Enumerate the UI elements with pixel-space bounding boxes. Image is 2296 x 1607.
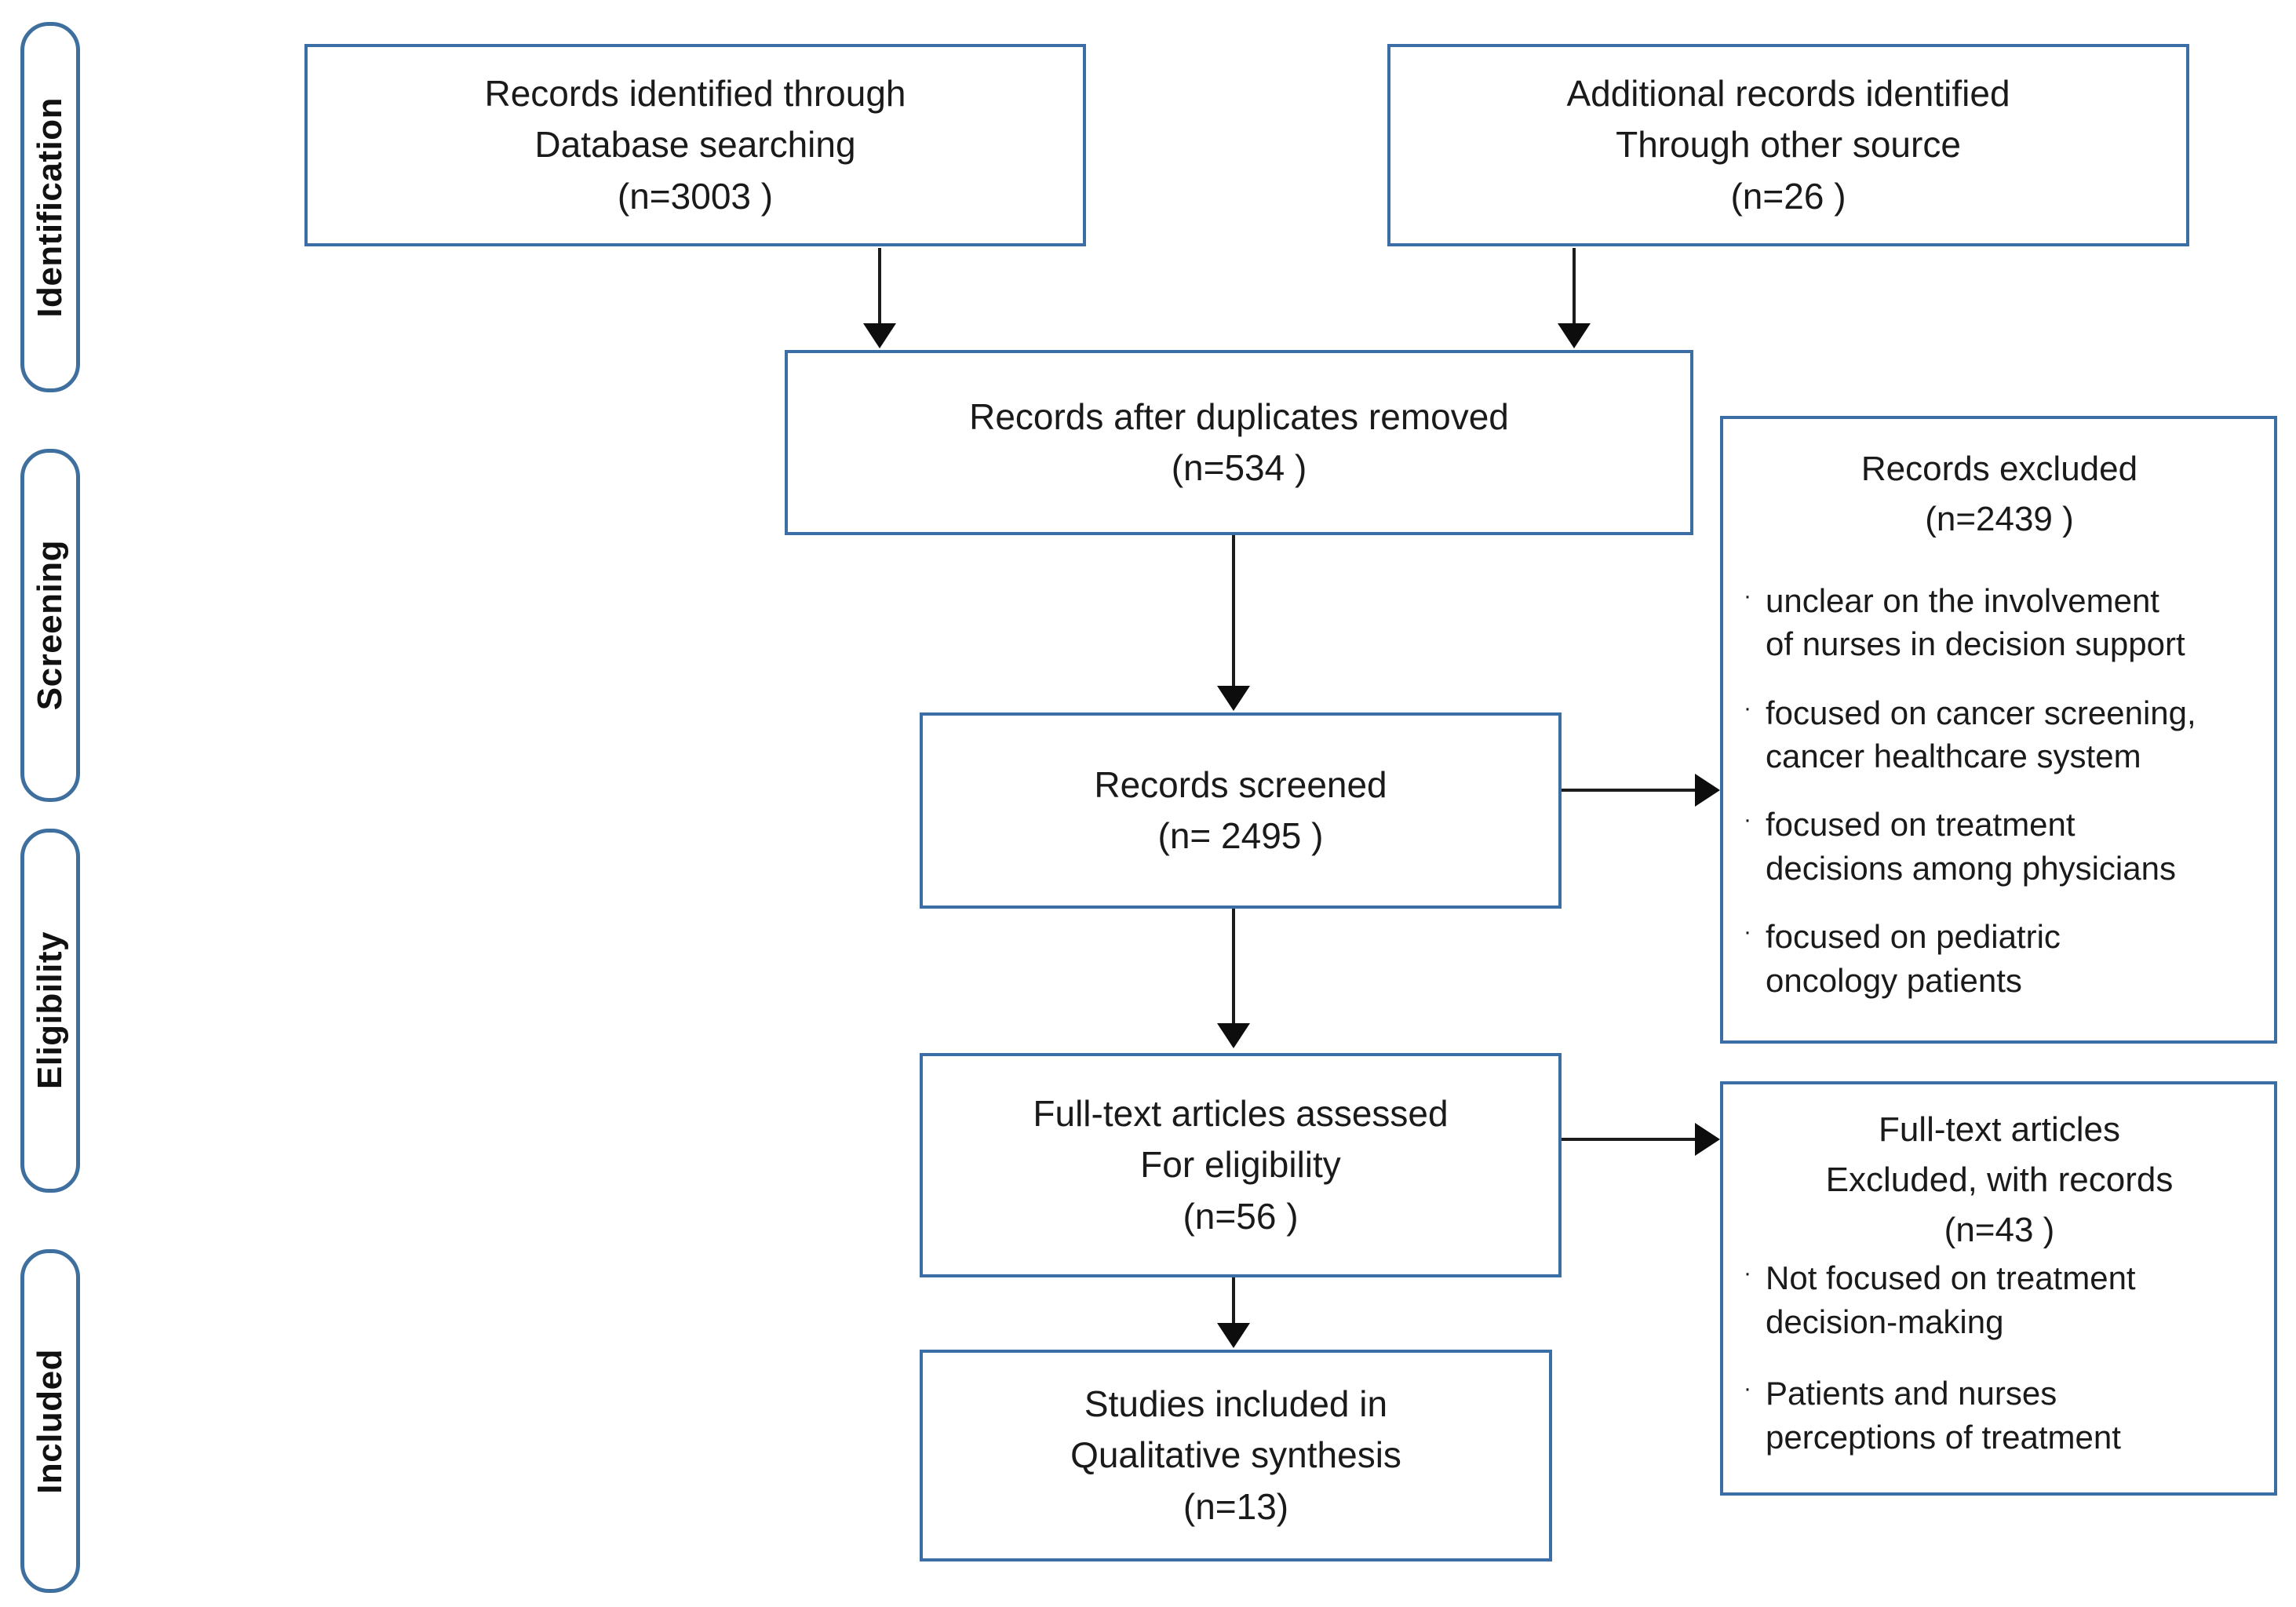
records-excluded-reason-2-line1: focused on cancer screening, — [1766, 694, 2196, 731]
arrowhead-fulltext-to-included — [1217, 1323, 1250, 1348]
box-additional-records-line1: Additional records identified — [1566, 73, 2010, 115]
records-excluded-reason-2-line2: cancer healthcare system — [1766, 737, 2141, 774]
records-excluded-reason-1-line1: unclear on the involvement — [1766, 581, 2159, 619]
arrowhead-database-to-duplicates — [863, 323, 896, 348]
box-additional-records-line2: Through other source — [1616, 124, 1961, 166]
bullet-icon: · — [1744, 1376, 1751, 1402]
box-records-excluded: Records excluded (n=2439 ) · unclear on … — [1720, 416, 2277, 1044]
stage-label-screening: Screening — [20, 449, 80, 802]
box-records-identified-database-line2: Database searching — [534, 124, 856, 166]
connector-fulltext-to-fulltext-excluded — [1562, 1138, 1700, 1141]
box-studies-included-line1: Studies included in — [1084, 1383, 1388, 1425]
bullet-icon: · — [1744, 694, 1751, 721]
fulltext-excluded-reason-1-line1: Not focused on treatment — [1766, 1259, 2136, 1297]
connector-fulltext-to-included — [1232, 1277, 1235, 1326]
box-fulltext-articles-excluded: Full-text articles Excluded, with record… — [1720, 1081, 2277, 1496]
box-records-screened: Records screened (n= 2495 ) — [920, 712, 1562, 909]
connector-database-to-duplicates — [878, 248, 881, 326]
bullet-icon: · — [1744, 919, 1751, 946]
stage-label-screening-text: Screening — [31, 540, 69, 711]
records-excluded-reason-3: · focused on treatment decisions among p… — [1739, 803, 2260, 890]
box-fulltext-assessed-line1: Full-text articles assessed — [1033, 1093, 1449, 1135]
records-excluded-reason-3-line2: decisions among physicians — [1766, 849, 2176, 887]
records-excluded-reason-4-line1: focused on pediatric — [1766, 918, 2061, 956]
fulltext-excluded-reason-2: · Patients and nurses perceptions of tre… — [1739, 1372, 2260, 1459]
box-studies-included-count: (n=13) — [1183, 1485, 1289, 1527]
arrowhead-fulltext-to-fulltext-excluded — [1695, 1123, 1720, 1156]
stage-label-eligibility: Eligibility — [20, 829, 80, 1193]
fulltext-excluded-reason-1-line2: decision-making — [1766, 1303, 2004, 1340]
stage-label-identification: Identification — [20, 22, 80, 392]
bullet-icon: · — [1744, 1260, 1751, 1287]
box-additional-records-count: (n=26 ) — [1730, 175, 1846, 217]
records-excluded-reason-4: · focused on pediatric oncology patients — [1739, 915, 2260, 1002]
box-records-screened-count: (n= 2495 ) — [1157, 815, 1324, 856]
records-excluded-reason-3-line1: focused on treatment — [1766, 806, 2076, 844]
box-fulltext-excluded-count: (n=43 ) — [1944, 1210, 2055, 1249]
connector-other-to-duplicates — [1573, 248, 1576, 326]
fulltext-excluded-reason-2-line2: perceptions of treatment — [1766, 1418, 2121, 1456]
box-fulltext-assessed-line2: For eligibility — [1140, 1144, 1341, 1186]
box-fulltext-excluded-heading2: Excluded, with records — [1825, 1160, 2174, 1199]
bullet-icon: · — [1744, 582, 1751, 609]
box-records-identified-database-count: (n=3003 ) — [617, 175, 774, 217]
fulltext-excluded-reason-list: · Not focused on treatment decision-maki… — [1739, 1256, 2260, 1459]
box-fulltext-assessed-count: (n=56 ) — [1183, 1195, 1299, 1237]
arrowhead-duplicates-to-screened — [1217, 686, 1250, 711]
box-duplicates-removed-line1: Records after duplicates removed — [969, 395, 1509, 437]
connector-screened-to-fulltext — [1232, 909, 1235, 1026]
box-studies-included-line2: Qualitative synthesis — [1070, 1434, 1401, 1476]
fulltext-excluded-reason-2-line1: Patients and nurses — [1766, 1375, 2057, 1412]
box-records-after-duplicates-removed: Records after duplicates removed (n=534 … — [785, 350, 1693, 535]
box-fulltext-articles-assessed: Full-text articles assessed For eligibil… — [920, 1053, 1562, 1277]
connector-screened-to-excluded — [1562, 789, 1700, 792]
box-fulltext-excluded-heading1: Full-text articles — [1878, 1110, 2121, 1149]
records-excluded-reason-2: · focused on cancer screening, cancer he… — [1739, 691, 2260, 778]
arrowhead-screened-to-excluded — [1695, 774, 1720, 807]
arrowhead-other-to-duplicates — [1558, 323, 1591, 348]
records-excluded-reason-1-line2: of nurses in decision support — [1766, 625, 2185, 663]
stage-label-included-text: Included — [31, 1348, 69, 1494]
stage-label-eligibility-text: Eligibility — [31, 931, 69, 1090]
records-excluded-reason-4-line2: oncology patients — [1766, 961, 2022, 999]
records-excluded-reason-1: · unclear on the involvement of nurses i… — [1739, 579, 2260, 666]
records-excluded-reason-list: · unclear on the involvement of nurses i… — [1739, 579, 2260, 1003]
box-duplicates-removed-count: (n=534 ) — [1171, 447, 1307, 488]
box-studies-included: Studies included in Qualitative synthesi… — [920, 1350, 1552, 1561]
box-records-identified-database-line1: Records identified through — [484, 73, 906, 115]
box-records-screened-line1: Records screened — [1094, 763, 1387, 805]
box-records-excluded-heading: Records excluded — [1860, 450, 2138, 488]
box-records-identified-database: Records identified through Database sear… — [304, 44, 1086, 246]
connector-duplicates-to-screened — [1232, 535, 1235, 689]
stage-label-identification-text: Identification — [31, 97, 69, 318]
stage-label-included: Included — [20, 1249, 80, 1593]
box-additional-records-other-sources: Additional records identified Through ot… — [1387, 44, 2189, 246]
box-records-excluded-count: (n=2439 ) — [1925, 499, 2074, 538]
fulltext-excluded-reason-1: · Not focused on treatment decision-maki… — [1739, 1256, 2260, 1343]
bullet-icon: · — [1744, 807, 1751, 833]
arrowhead-screened-to-fulltext — [1217, 1023, 1250, 1048]
